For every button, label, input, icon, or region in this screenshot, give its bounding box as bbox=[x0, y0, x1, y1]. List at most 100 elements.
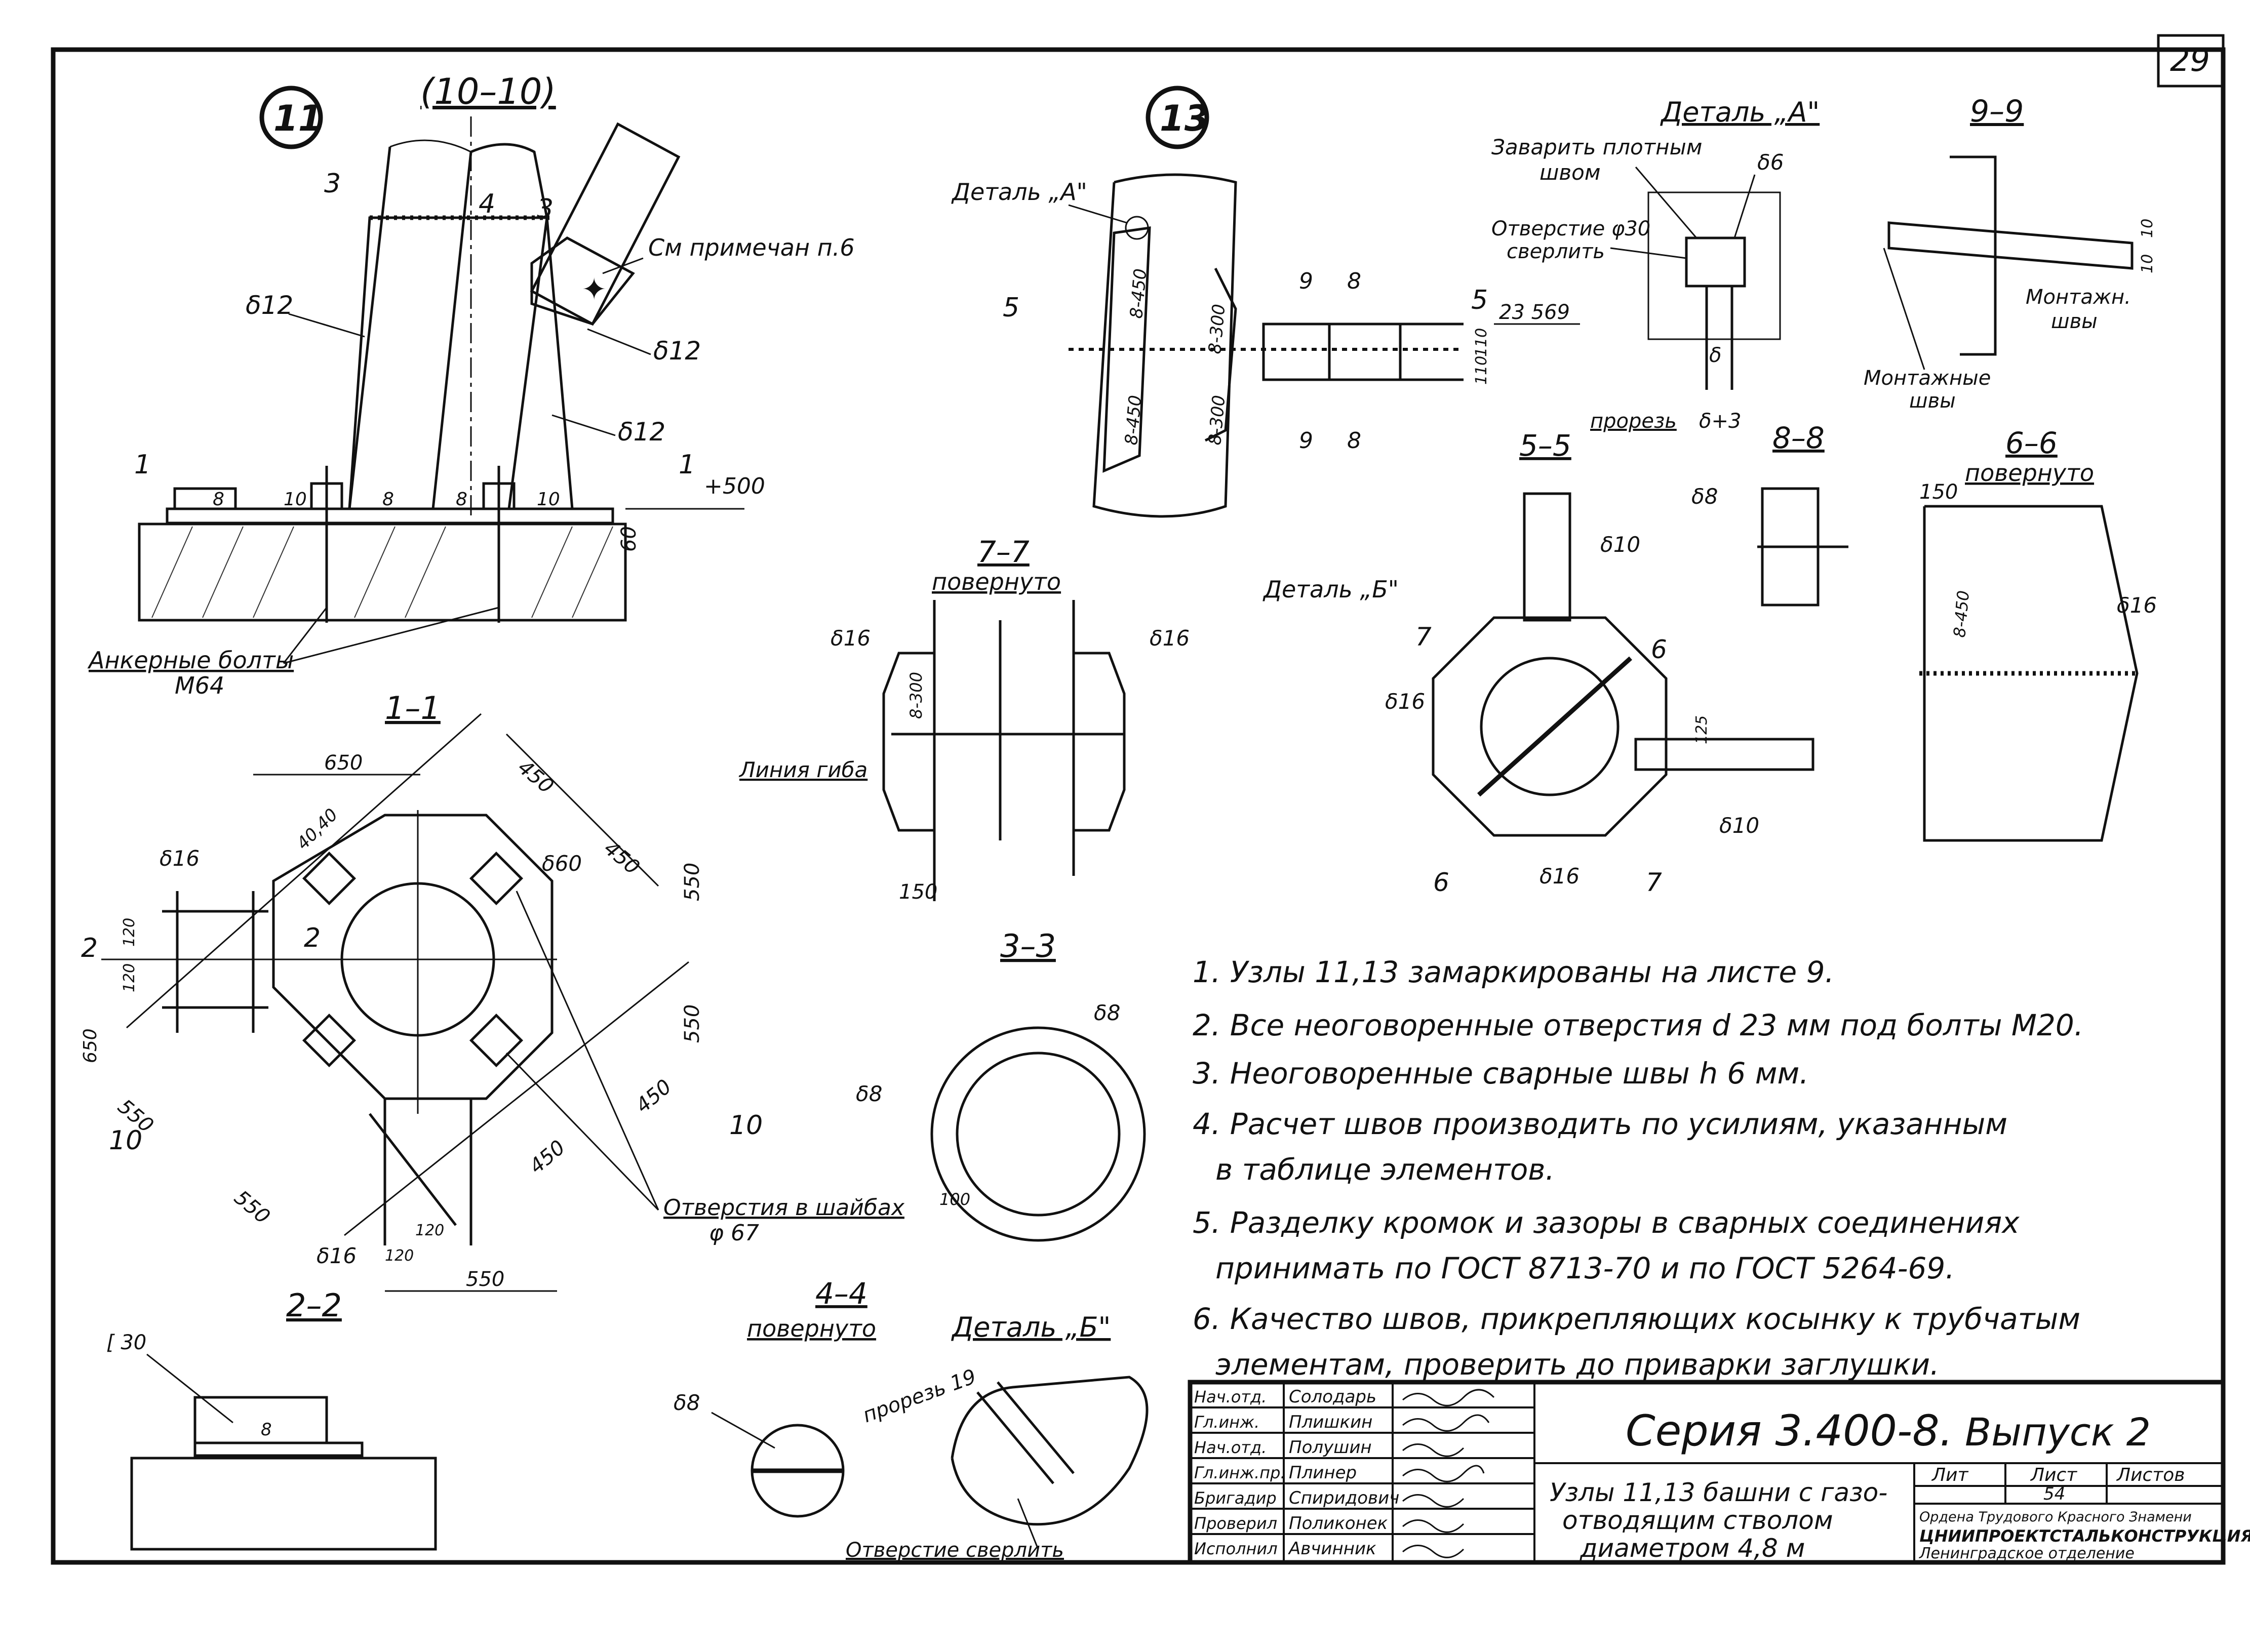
note-5b: принимать по ГОСТ 8713-70 и по ГОСТ 5264… bbox=[1215, 1251, 1955, 1285]
sec-3-3-d100: 100 bbox=[939, 1190, 970, 1209]
detail-b-hole-leader bbox=[1017, 1498, 1039, 1550]
sec-7-7-bend: Линия гиба bbox=[738, 757, 867, 782]
sec-1-1-d550b: 550 bbox=[681, 1004, 704, 1043]
sec-9-9-weld1: Монтажн. bbox=[2026, 286, 2131, 309]
node-13-detail-a: Деталь „А" bbox=[951, 178, 1087, 206]
staff-role-7: Исполнил bbox=[1194, 1539, 1278, 1558]
sec-1-1-d450c: 450 bbox=[631, 1075, 676, 1117]
weld-10b: 10 bbox=[537, 489, 560, 510]
sec-9-9-weld2: Монтажные bbox=[1864, 367, 1991, 390]
staff-role-3: Нач.отд. bbox=[1194, 1438, 1267, 1457]
note-5: 5. Разделку кромок и зазоры в сварных со… bbox=[1193, 1205, 2020, 1240]
b300-b: 8-300 bbox=[1205, 394, 1229, 446]
hole-note-leader bbox=[1610, 247, 1687, 259]
node-11-number: 11 bbox=[273, 98, 323, 139]
anchor-label-1: Анкерные болты bbox=[87, 647, 294, 674]
gusset-13 bbox=[1102, 226, 1237, 473]
detail-b-hole: Отверстие сверлить bbox=[846, 1539, 1064, 1562]
delta12-left: δ12 bbox=[246, 291, 293, 320]
note-ref: См примечан п.6 bbox=[648, 234, 855, 261]
sec-5-5-top-plate bbox=[1523, 492, 1571, 622]
brace-star: ✦ bbox=[581, 272, 607, 307]
sec-1-1-d550e: 550 bbox=[466, 1268, 504, 1291]
sec-5-5-c7b: 7 bbox=[1646, 868, 1662, 897]
weld-8a: 8 bbox=[213, 489, 224, 510]
gusset-plate bbox=[348, 216, 574, 509]
section-4-4: 4–4 повернуто δ8 bbox=[674, 1276, 876, 1518]
org-line-3: Ленинградское отделение bbox=[1919, 1545, 2135, 1562]
sec-3-3-inner bbox=[956, 1052, 1121, 1217]
staff-name-6: Поликонек bbox=[1289, 1513, 1388, 1534]
sec-9-9-dim-a: 10 bbox=[2139, 219, 2156, 238]
section-3-3: 3–3 δ8 δ8 100 bbox=[856, 928, 1146, 1242]
delta: δ bbox=[1709, 344, 1721, 367]
sec-4-4-title: 4–4 bbox=[815, 1276, 867, 1311]
detail-a-leader bbox=[1068, 204, 1127, 224]
sec-3-3-outer bbox=[930, 1026, 1146, 1242]
sec-4-4-sub: повернуто bbox=[747, 1315, 876, 1342]
sec-9-9-weld2b: швы bbox=[1909, 389, 1956, 413]
sec-6-6-sub: повернуто bbox=[1965, 459, 2094, 487]
detail-a-title: Деталь „А" bbox=[1660, 96, 1820, 128]
leader-d12-right1 bbox=[587, 328, 651, 355]
sheet-frame bbox=[51, 47, 2226, 1565]
sec-1-1-holes1: Отверстия в шайбах bbox=[663, 1195, 905, 1221]
sec-1-1-d60: δ60 bbox=[542, 851, 582, 876]
elev-23569: 23 569 bbox=[1499, 301, 1570, 324]
delta12-right1: δ12 bbox=[653, 336, 701, 366]
sec-6-6-body bbox=[1923, 505, 2139, 842]
sec-1-1-d16b: δ16 bbox=[317, 1243, 357, 1268]
b450-a: 8-450 bbox=[1126, 268, 1151, 319]
sec-3-3-title: 3–3 bbox=[1000, 928, 1056, 964]
weld-8c: 8 bbox=[456, 489, 467, 510]
node-11-section: (10–10) bbox=[420, 71, 556, 112]
sec-5-5-tube bbox=[1480, 657, 1620, 796]
weld-note-leader bbox=[1635, 167, 1698, 238]
sec-1-1-d16a: δ16 bbox=[160, 846, 200, 871]
staff-role-6: Проверил bbox=[1194, 1514, 1277, 1533]
sec-1-1-d550a: 550 bbox=[681, 863, 704, 901]
sec-7-7-d16a: δ16 bbox=[831, 626, 871, 651]
note-3: 3. Неоговоренные сварные швы h 6 мм. bbox=[1193, 1056, 1809, 1091]
concrete-hatch bbox=[151, 526, 613, 618]
sec-8-8-d8: δ8 bbox=[1691, 484, 1718, 509]
org-line-2: ЦНИИПРОЕКТСТАЛЬКОНСТРУКЦИЯ bbox=[1919, 1526, 2250, 1546]
dim-110b: 110 bbox=[1473, 356, 1490, 385]
sec-1-1-bolt: 40,40 bbox=[293, 804, 342, 854]
sec-3-3-d8b: δ8 bbox=[856, 1081, 882, 1106]
left-stiffener bbox=[173, 487, 237, 510]
staff-name-1: Солодарь bbox=[1289, 1387, 1376, 1407]
title-block: Нач.отд. Солодарь Гл.инж. Плишкин Нач.от… bbox=[1188, 1380, 2250, 1565]
sec-5-5-side-plate bbox=[1634, 738, 1814, 771]
page-number-box bbox=[2157, 34, 2225, 88]
cut-9-top: 9 bbox=[1299, 268, 1313, 294]
sec-4-4-leader bbox=[711, 1412, 775, 1449]
cut-8-bot: 8 bbox=[1347, 428, 1361, 454]
b450-b: 8-450 bbox=[1121, 394, 1146, 446]
sec-5-5-d16b: δ16 bbox=[1540, 864, 1580, 889]
sec-8-8-title: 8–8 bbox=[1772, 421, 1825, 455]
sec-9-9-plate bbox=[1887, 221, 2134, 270]
hole-note-1: Отверстие φ30 bbox=[1491, 217, 1650, 240]
sec-2-2-plate bbox=[193, 1441, 364, 1457]
staff-name-2: Плишкин bbox=[1289, 1412, 1372, 1432]
list-header: Лист bbox=[2030, 1465, 2077, 1485]
sec-1-1-d120b: 120 bbox=[121, 963, 138, 992]
anchor-leader bbox=[283, 607, 499, 664]
sec-2-2-ch: [ 30 bbox=[106, 1331, 146, 1354]
sec-9-9-dim-b: 10 bbox=[2139, 254, 2156, 273]
detail-a: Деталь „А" Заварить плотным швом Отверст… bbox=[1491, 96, 1820, 433]
leader-d12-right2 bbox=[551, 414, 616, 436]
sec-3-3-d8a: δ8 bbox=[1094, 1000, 1120, 1025]
base-plate bbox=[166, 507, 614, 525]
node-13: 13 Деталь „А" 8-300 8-300 8-450 8-450 5 … bbox=[951, 86, 1580, 518]
note-4: 4. Расчет швов производить по усилиям, у… bbox=[1193, 1107, 2007, 1141]
branch-tube bbox=[1329, 323, 1464, 381]
sec-1-1-d550d: 550 bbox=[230, 1186, 274, 1228]
series-label: Серия 3.400-8. bbox=[1626, 1406, 1953, 1456]
sec-6-6-title: 6–6 bbox=[2005, 426, 2058, 460]
weld-8b: 8 bbox=[382, 489, 394, 510]
sec-5-5-title: 5–5 bbox=[1519, 428, 1571, 463]
weld-10a: 10 bbox=[284, 489, 307, 510]
